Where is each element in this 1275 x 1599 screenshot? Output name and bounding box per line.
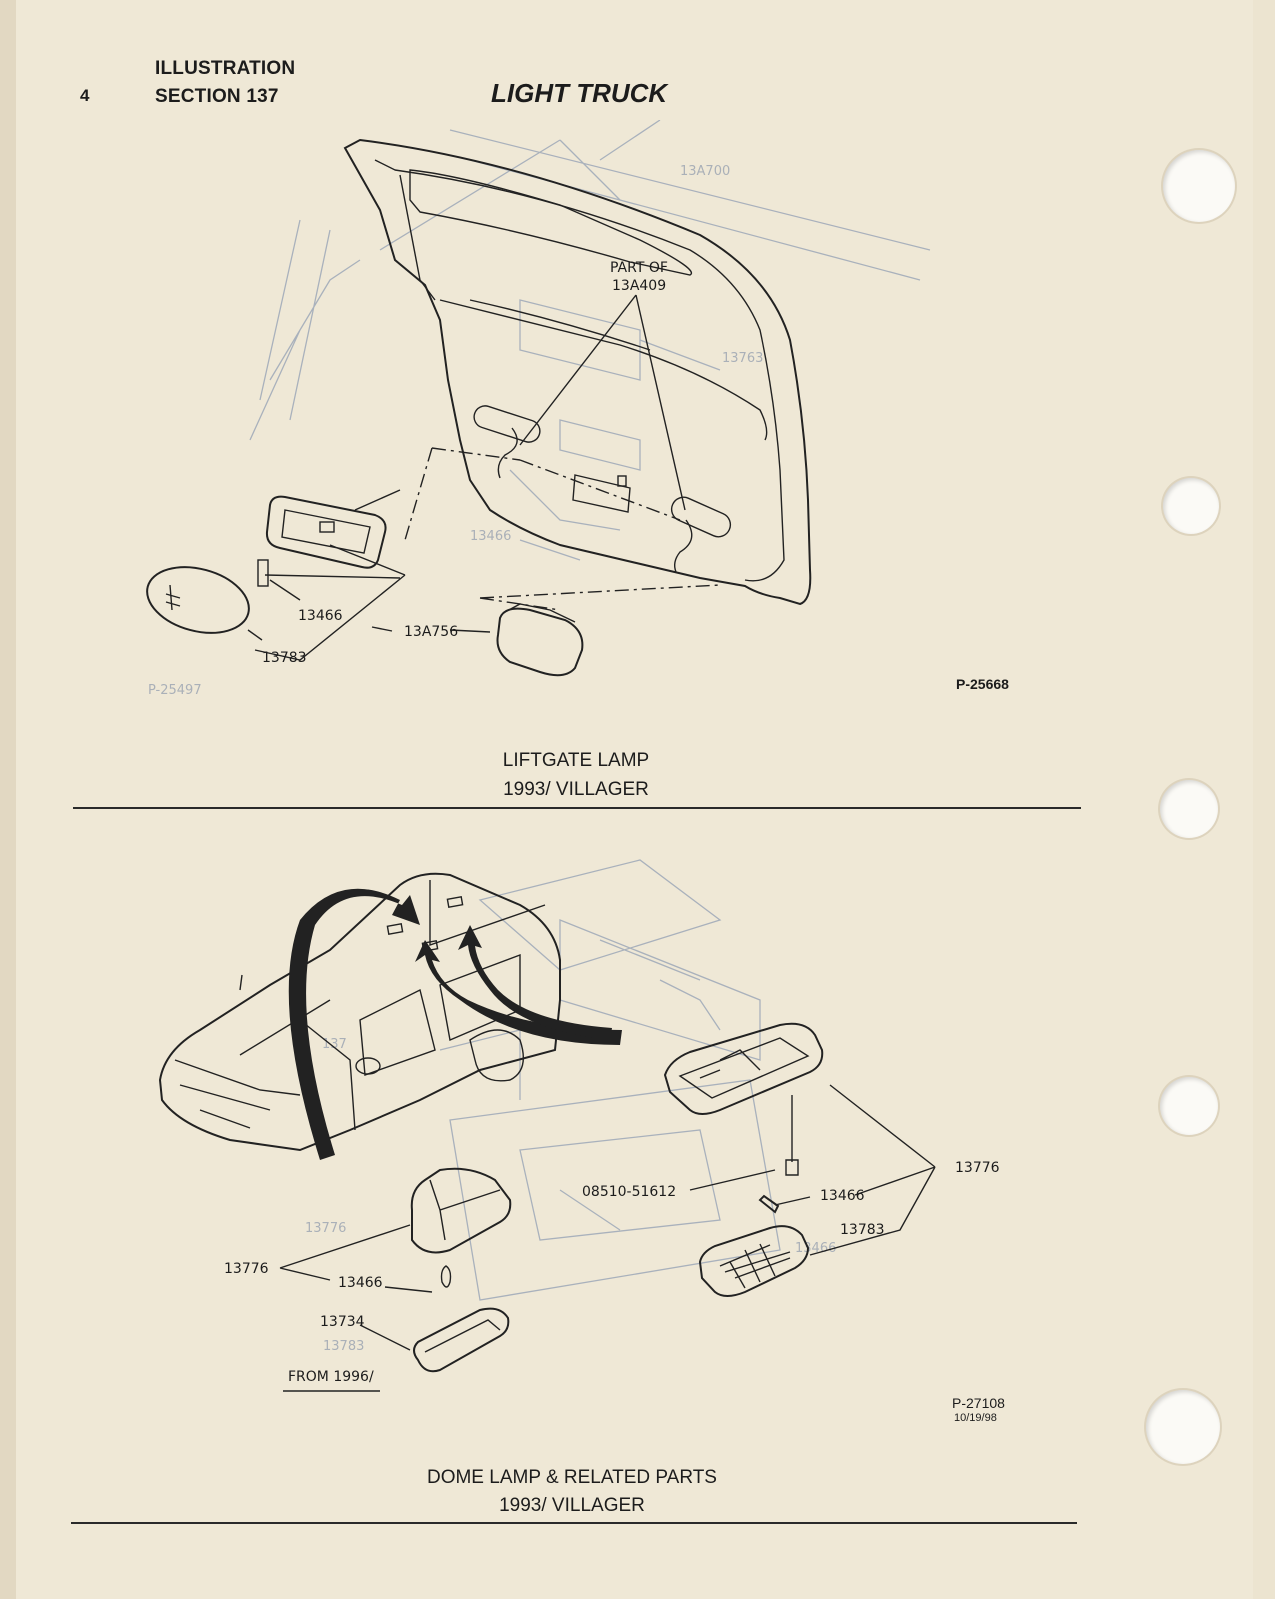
page-right-edge [1253,0,1275,1599]
figure2-ref-number: P-27108 [952,1395,1005,1411]
figure2-ref-date: 10/19/98 [954,1412,997,1424]
lamp-housing-left [146,495,387,634]
svg-text:13783: 13783 [323,1339,364,1354]
page-title: LIGHT TRUCK [491,78,668,108]
dome-lamp-illustration: 13776 13466 137 13783 P-26134 [158,859,1000,1392]
callout-13466-right: 13466 [820,1188,865,1204]
page-number: 4 [80,86,90,105]
callout-13466-left: 13466 [338,1275,383,1291]
bleed-through-ghost-2: 13776 13466 137 13783 P-26134 [305,859,836,1354]
figure2-caption-title: DOME LAMP & RELATED PARTS [426,1467,717,1488]
callout-13776-right: 13776 [955,1160,1000,1176]
binder-hole-3 [1160,780,1218,838]
svg-text:137: 137 [322,1037,347,1052]
liftgate-panel [343,138,812,606]
svg-text:13466: 13466 [470,529,511,544]
leader-lines-2 [279,1084,936,1392]
binder-hole-2 [1163,478,1219,534]
dome-lamp-front [663,1022,824,1297]
figure1-caption-model: 1993/ VILLAGER [503,779,649,800]
svg-text:13763: 13763 [722,351,763,366]
callout-13a409: 13A409 [612,278,666,294]
callout-part-of: PART OF [610,260,668,276]
assembly-lines [264,447,721,611]
liftgate-lamp-illustration: 13A700 13763 13466 P-25497 [146,120,931,698]
dome-lamp-rear [410,1167,512,1373]
svg-text:13466: 13466 [795,1241,836,1256]
callout-13466: 13466 [298,608,343,624]
page-left-edge [0,0,16,1599]
callout-13783-right: 13783 [840,1222,885,1238]
figure1-divider [73,807,1081,809]
callout-13776-left: 13776 [224,1261,269,1277]
lamp-housing-right [496,603,584,677]
figure2-divider [71,1522,1077,1524]
svg-text:13776: 13776 [305,1221,346,1236]
callout-from-1996: FROM 1996/ [288,1369,374,1385]
leader-lines [247,294,686,661]
header-illustration: ILLUSTRATION [155,58,296,79]
header-section: SECTION 137 [155,86,279,107]
svg-text:13A700: 13A700 [680,164,730,179]
binder-hole-4 [1160,1077,1218,1135]
svg-text:P-25497: P-25497 [148,683,202,698]
figure1-ref-number: P-25668 [956,676,1009,692]
binder-hole-5 [1146,1390,1220,1464]
callout-13783: 13783 [262,650,307,666]
figure2-caption-model: 1993/ VILLAGER [499,1495,645,1516]
bleed-through-ghost: 13A700 13763 13466 P-25497 [148,120,931,698]
figure1-caption-title: LIFTGATE LAMP [502,750,650,771]
location-arrows [288,888,622,1160]
callout-13734: 13734 [320,1314,365,1330]
van-body [158,872,561,1152]
callout-08510-51612: 08510-51612 [582,1184,676,1200]
binder-hole-1 [1163,150,1235,222]
callout-13a756: 13A756 [404,624,458,640]
